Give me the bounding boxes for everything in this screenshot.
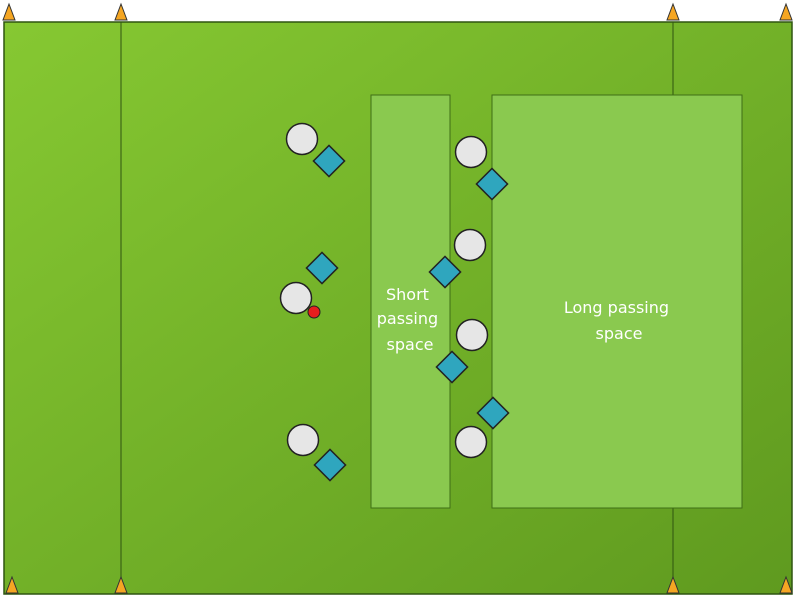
short-passing-zone xyxy=(370,94,451,509)
cone-icon xyxy=(114,2,128,21)
player-circle-icon xyxy=(285,122,319,156)
short-zone-label-line3: space xyxy=(387,335,434,354)
cone-icon xyxy=(666,2,680,21)
player-circle-icon xyxy=(455,318,489,352)
cone-icon xyxy=(114,575,128,594)
player-circle-icon xyxy=(454,425,488,459)
player-diamond-icon xyxy=(435,350,469,384)
cone-icon xyxy=(779,575,793,594)
player-diamond-icon xyxy=(476,396,510,430)
long-zone-label-line1: Long passing xyxy=(564,298,669,317)
player-diamond-icon xyxy=(312,144,346,178)
cone-icon xyxy=(779,2,793,21)
player-diamond-icon xyxy=(305,251,339,285)
cone-icon xyxy=(666,575,680,594)
cone-icon xyxy=(5,575,19,594)
player-circle-icon xyxy=(454,135,488,169)
player-diamond-icon xyxy=(428,255,462,289)
long-passing-zone xyxy=(491,94,743,509)
long-zone-label-line2: space xyxy=(596,324,643,343)
player-circle-icon xyxy=(286,423,320,457)
player-diamond-icon xyxy=(475,167,509,201)
ball-icon xyxy=(307,305,321,319)
short-zone-label: Short passing space xyxy=(377,285,443,354)
short-zone-label-line1: Short xyxy=(386,285,429,304)
player-circle-icon xyxy=(453,228,487,262)
long-zone-label: Long passing space xyxy=(564,298,674,343)
cone-icon xyxy=(2,2,16,21)
player-circle-icon xyxy=(279,281,313,315)
short-zone-label-line2: passing xyxy=(377,309,438,328)
player-diamond-icon xyxy=(313,448,347,482)
